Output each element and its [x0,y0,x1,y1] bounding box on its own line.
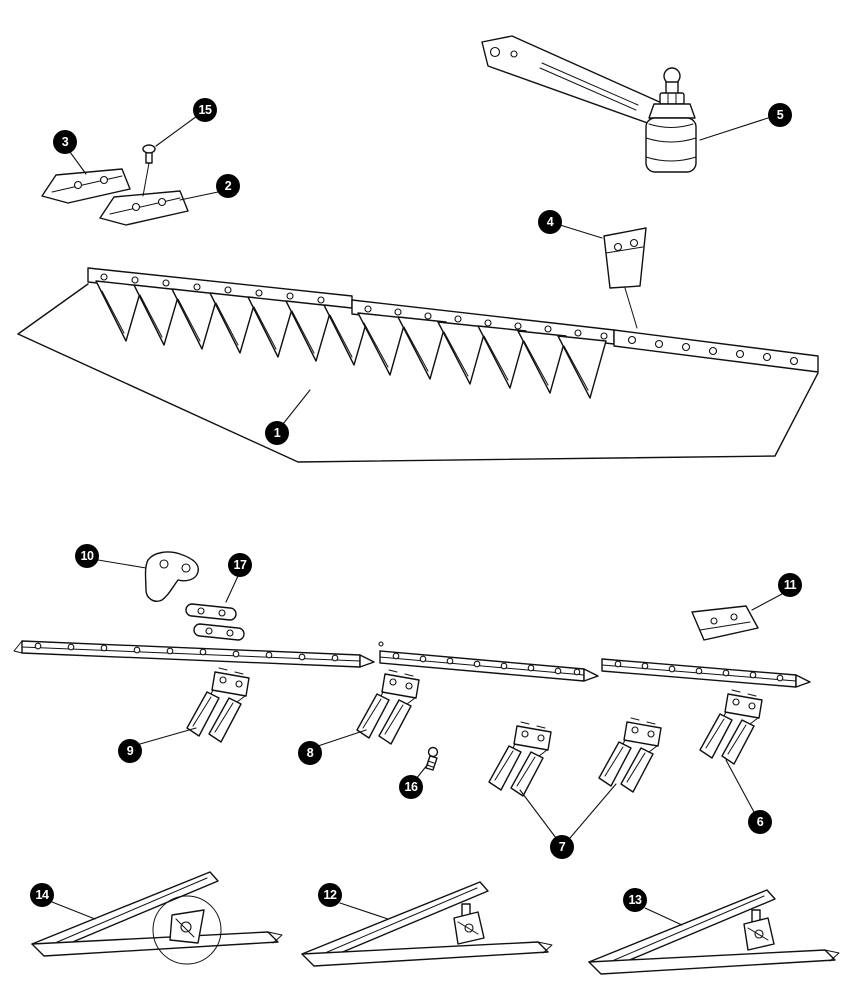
part-7-guard-b [598,717,662,793]
callout-16: 16 [399,775,423,799]
part-14-skid-shoe [31,871,283,965]
callout-1: 1 [265,421,289,445]
callout-7: 7 [550,835,574,859]
part-7-guard-a [488,721,552,797]
part-4-clip-plate [603,227,647,329]
guard-bar-right [601,658,811,688]
part-3-knife-section [41,168,131,204]
part-15-rivet [142,144,156,197]
callout-15: 15 [193,98,217,122]
part-17-wear-plates [185,603,245,641]
part-9-guard [186,667,250,743]
callout-2: 2 [216,174,240,198]
callout-12: 12 [318,883,342,907]
callout-14: 14 [30,883,54,907]
knife-sections-left [95,280,371,366]
callout-11: 11 [778,573,802,597]
part-8-guard [356,669,420,745]
callout-8: 8 [298,741,322,765]
part-1-cutter-bar-outline [17,283,819,463]
part-13-skid-shoe [588,889,840,975]
part-10-bracket [144,551,199,602]
part-12-skid-shoe [301,881,553,967]
callout-4: 4 [538,210,562,234]
callout-3: 3 [53,130,77,154]
callout-9: 9 [118,739,142,763]
leader-lines [51,115,783,926]
guard-bar-left [13,640,375,668]
part-2-knife-section [99,190,189,226]
callout-6: 6 [748,810,772,834]
callout-5: 5 [768,103,792,127]
part-16-bolt [425,746,439,771]
callout-10: 10 [75,544,99,568]
part-1-bar-extension [613,329,819,373]
callout-13: 13 [623,888,647,912]
knife-sections-right [357,312,607,399]
part-11-plate [691,605,759,641]
part-6-guard [699,689,763,765]
part-5-knife-head [481,35,697,173]
guard-bar-middle [378,641,599,682]
callout-17: 17 [228,553,252,577]
